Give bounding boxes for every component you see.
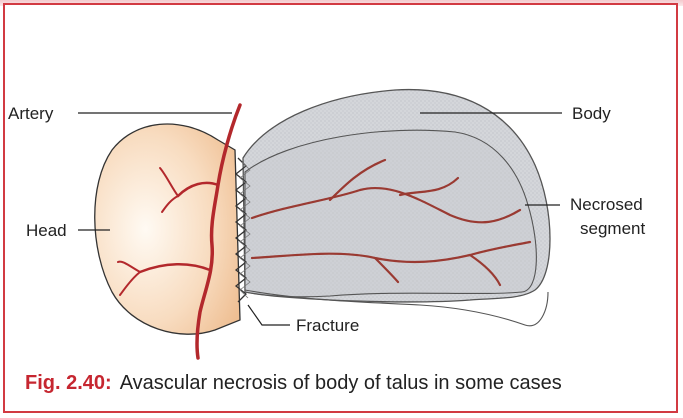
caption-text: Avascular necrosis of body of talus in s… [120, 372, 562, 394]
label-head: Head [26, 221, 67, 240]
talus-head [95, 124, 240, 334]
necrosed-segment [245, 130, 536, 297]
label-body: Body [572, 104, 611, 123]
label-necrosed: Necrosed [570, 195, 643, 214]
label-fracture: Fracture [296, 316, 359, 335]
label-artery: Artery [8, 104, 54, 123]
label-segment: segment [580, 219, 645, 238]
figure-caption: Fig. 2.40: Avascular necrosis of body of … [25, 372, 562, 395]
figure-number: Fig. 2.40: [25, 372, 112, 394]
